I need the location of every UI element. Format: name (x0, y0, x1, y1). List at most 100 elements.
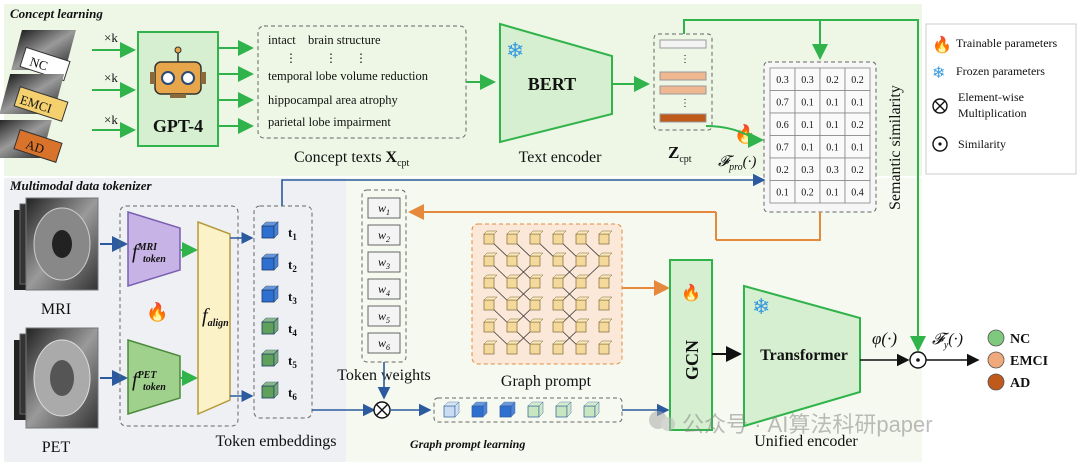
graph-node (483, 230, 498, 245)
flame-icon-tokenizer: 🔥 (146, 301, 168, 322)
otimes-icon (932, 98, 948, 114)
transformer-block: ❄ Transformer (743, 284, 861, 428)
concept-item-3: parietal lobe impairment (268, 115, 391, 129)
concept-item-1: temporal lobe volume reduction (268, 69, 429, 83)
token-1: t1 (261, 221, 297, 242)
legend-trainable: Trainable parameters (956, 36, 1058, 50)
snowflake-icon-transformer: ❄ (752, 294, 770, 319)
matrix-value: 0.1 (826, 120, 839, 131)
concept-line-1a: intact (268, 33, 296, 47)
graph-node (483, 318, 498, 333)
svg-text:t1: t1 (288, 225, 297, 242)
input-emci: EMCI (0, 74, 69, 122)
watermark: 公众号 · AI算法科研paper (649, 411, 933, 437)
graph-node (598, 318, 613, 333)
concept-dots-3: ⋮ (355, 51, 367, 65)
flame-icon-gcn: 🔥 (681, 283, 701, 302)
matrix-value: 0.1 (851, 143, 864, 154)
token-embeddings-box (253, 205, 313, 419)
graph-node (506, 296, 521, 311)
graph-node (529, 296, 544, 311)
graph-node (552, 252, 567, 267)
legend-similarity: Similarity (958, 137, 1006, 151)
svg-text:falign: falign (202, 305, 229, 329)
section-concept-learning: Concept learning (10, 6, 103, 21)
legend-elementwise-1: Element-wise (958, 90, 1024, 104)
svg-text:w2: w2 (378, 228, 390, 244)
graph-node (483, 296, 498, 311)
weight-2: w2 (367, 224, 401, 246)
graph-node (506, 274, 521, 289)
graph-node (506, 318, 521, 333)
svg-text:EMCI: EMCI (1010, 354, 1048, 369)
matrix-value: 0.1 (826, 188, 839, 199)
tokenizer-group-box (119, 205, 239, 427)
token-embeddings-label: Token embeddings (215, 433, 336, 450)
matrix-value: 0.1 (801, 98, 814, 109)
matrix-value: 0.1 (826, 143, 839, 154)
matrix-value: 0.3 (801, 165, 814, 176)
flame-icon: 🔥 (932, 35, 952, 54)
input-nc: NC (11, 30, 76, 82)
weight-6: w6 (367, 332, 401, 354)
matrix-value: 0.6 (776, 120, 789, 131)
weight-5: w5 (367, 305, 401, 327)
legend: 🔥 Trainable parameters ❄ Frozen paramete… (925, 23, 1077, 175)
graph-node (598, 296, 613, 311)
token-weights-box (361, 189, 407, 363)
graph-node (529, 340, 544, 355)
graph-prompt-label: Graph prompt (501, 373, 592, 390)
graph-node (529, 274, 544, 289)
bert-label: BERT (528, 74, 576, 94)
svg-text:⋮: ⋮ (680, 98, 690, 109)
graph-node (575, 318, 590, 333)
token-4: t4 (261, 317, 297, 338)
svg-text:fPET: fPET (132, 369, 157, 391)
semantic-similarity-label: Semantic similarity (887, 85, 904, 210)
odot-icon (932, 136, 948, 152)
multiplier-1: ×k (104, 30, 118, 45)
svg-text:AD: AD (1010, 376, 1030, 391)
token-6: t6 (261, 381, 297, 402)
matrix-cell (844, 180, 871, 204)
svg-text:token: token (143, 254, 166, 265)
output-nc: NC (987, 329, 1030, 347)
graph-node (506, 340, 521, 355)
concept-caption: Concept texts Xcpt (294, 149, 410, 169)
graph-node (575, 296, 590, 311)
pet-tokenizer: fPET token (127, 338, 181, 416)
concept-item-2: hippocampal area atrophy (268, 93, 399, 107)
watermark-text: 公众号 · AI算法科研paper (682, 412, 933, 437)
align-module: falign (197, 220, 231, 416)
token-2: t2 (261, 253, 297, 274)
graph-node (483, 340, 498, 355)
svg-text:w1: w1 (378, 201, 390, 217)
svg-text:fMRI: fMRI (132, 241, 158, 263)
matrix-value: 0.2 (826, 75, 839, 86)
weighted-token (499, 401, 516, 418)
graph-node (483, 252, 498, 267)
svg-text:w5: w5 (378, 309, 390, 325)
weighted-tokens-box (433, 397, 623, 423)
matrix-value: 0.7 (776, 143, 789, 154)
weighted-token (555, 401, 572, 418)
mri-stack (14, 197, 99, 291)
phi-label: φ(·) (872, 329, 897, 348)
legend-elementwise-2: Multiplication (958, 106, 1027, 120)
matrix-value: 0.2 (801, 188, 814, 199)
svg-text:t6: t6 (288, 385, 297, 402)
graph-node (575, 252, 590, 267)
graph-node (575, 274, 590, 289)
weighted-token (471, 401, 488, 418)
matrix-value: 0.1 (801, 143, 814, 154)
weight-4: w4 (367, 278, 401, 300)
z-cpt-stack: ⋮ ⋮ (653, 33, 713, 131)
weighted-token (583, 401, 600, 418)
graph-node (552, 340, 567, 355)
gpt4-block: GPT-4 (137, 31, 219, 147)
svg-text:w4: w4 (378, 282, 390, 298)
matrix-value: 0.2 (776, 165, 789, 176)
matrix-value: 0.3 (801, 75, 814, 86)
graph-node (552, 296, 567, 311)
matrix-value: 0.1 (851, 98, 864, 109)
